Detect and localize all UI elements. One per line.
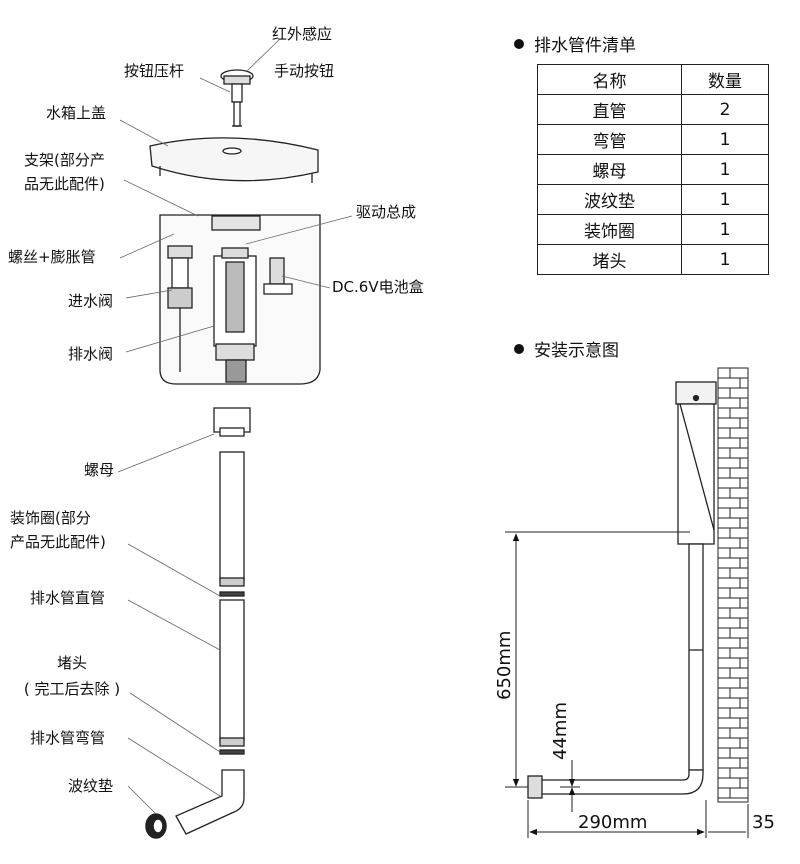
tank-body-part (159, 214, 321, 385)
label-bend-pipe: 排水管弯管 (30, 729, 106, 747)
button-lever-part (220, 69, 254, 127)
cell-qty: 1 (681, 124, 769, 155)
tank-lid-part (149, 137, 319, 183)
cell-qty: 1 (681, 214, 769, 245)
label-gasket: 波纹垫 (68, 777, 114, 795)
cell-name: 堵头 (537, 244, 682, 275)
header-qty: 数量 (681, 64, 769, 95)
nut-part (213, 407, 251, 437)
label-bracket: 支架(部分产 品无此配件) (24, 148, 105, 196)
parts-list-title-text: 排水管件清单 (534, 36, 636, 56)
cell-qty: 1 (681, 184, 769, 215)
label-ring-line2: 产品无此配件) (10, 533, 106, 551)
dimension-pipe-offset: 44mm (550, 702, 571, 760)
bullet-icon (514, 343, 524, 354)
label-inlet-valve: 进水阀 (68, 292, 114, 310)
wall-bricks (717, 367, 749, 803)
parts-list-title: 排水管件清单 (514, 31, 636, 56)
cell-name: 弯管 (537, 124, 682, 155)
label-plug-line1: 堵头 (56, 654, 87, 672)
label-bracket-line1: 支架(部分产 (24, 151, 105, 169)
label-button-lever: 按钮压杆 (124, 62, 185, 80)
label-ring-line1: 装饰圈(部分 (10, 509, 91, 527)
install-diagram-title-text: 安装示意图 (534, 341, 619, 361)
label-battery-box: DC.6V电池盒 (332, 278, 424, 296)
parts-table-header: 名称 数量 (537, 64, 769, 95)
cell-name: 波纹垫 (537, 184, 682, 215)
label-straight-pipe: 排水管直管 (30, 589, 106, 607)
gasket-part (145, 813, 167, 839)
label-nut: 螺母 (84, 461, 115, 479)
cell-name: 螺母 (537, 154, 682, 185)
label-tank-lid: 水箱上盖 (46, 104, 107, 122)
label-manual-button: 手动按钮 (274, 62, 335, 80)
cell-qty: 1 (681, 244, 769, 275)
bullet-icon (514, 38, 524, 49)
label-drive-assembly: 驱动总成 (356, 203, 417, 221)
label-drain-valve: 排水阀 (68, 345, 114, 363)
brick-joints (718, 368, 748, 799)
dimension-height: 650mm (494, 630, 515, 700)
label-plug: 堵头 ( 完工后去除 ) (10, 650, 134, 702)
straight-pipe-part (219, 451, 245, 755)
cell-qty: 2 (681, 94, 769, 125)
cell-name: 装饰圈 (537, 214, 682, 245)
installed-tank (675, 381, 717, 545)
install-diagram-title: 安装示意图 (514, 336, 619, 361)
cell-qty: 1 (681, 154, 769, 185)
dimension-horizontal: 290mm (578, 812, 648, 833)
cell-name: 直管 (537, 94, 682, 125)
bend-pipe-part (175, 769, 245, 835)
label-bracket-line2: 品无此配件) (24, 175, 105, 193)
label-infrared-sensor: 红外感应 (272, 25, 333, 43)
dimension-wall: 35 (752, 812, 775, 833)
label-plug-line2: ( 完工后去除 ) (23, 680, 121, 698)
label-screw-anchor: 螺丝+膨胀管 (8, 248, 96, 266)
dimension-lines (505, 531, 749, 838)
leader-lines (117, 39, 353, 815)
label-decorative-ring: 装饰圈(部分 产品无此配件) (10, 506, 106, 554)
header-name: 名称 (537, 64, 682, 95)
